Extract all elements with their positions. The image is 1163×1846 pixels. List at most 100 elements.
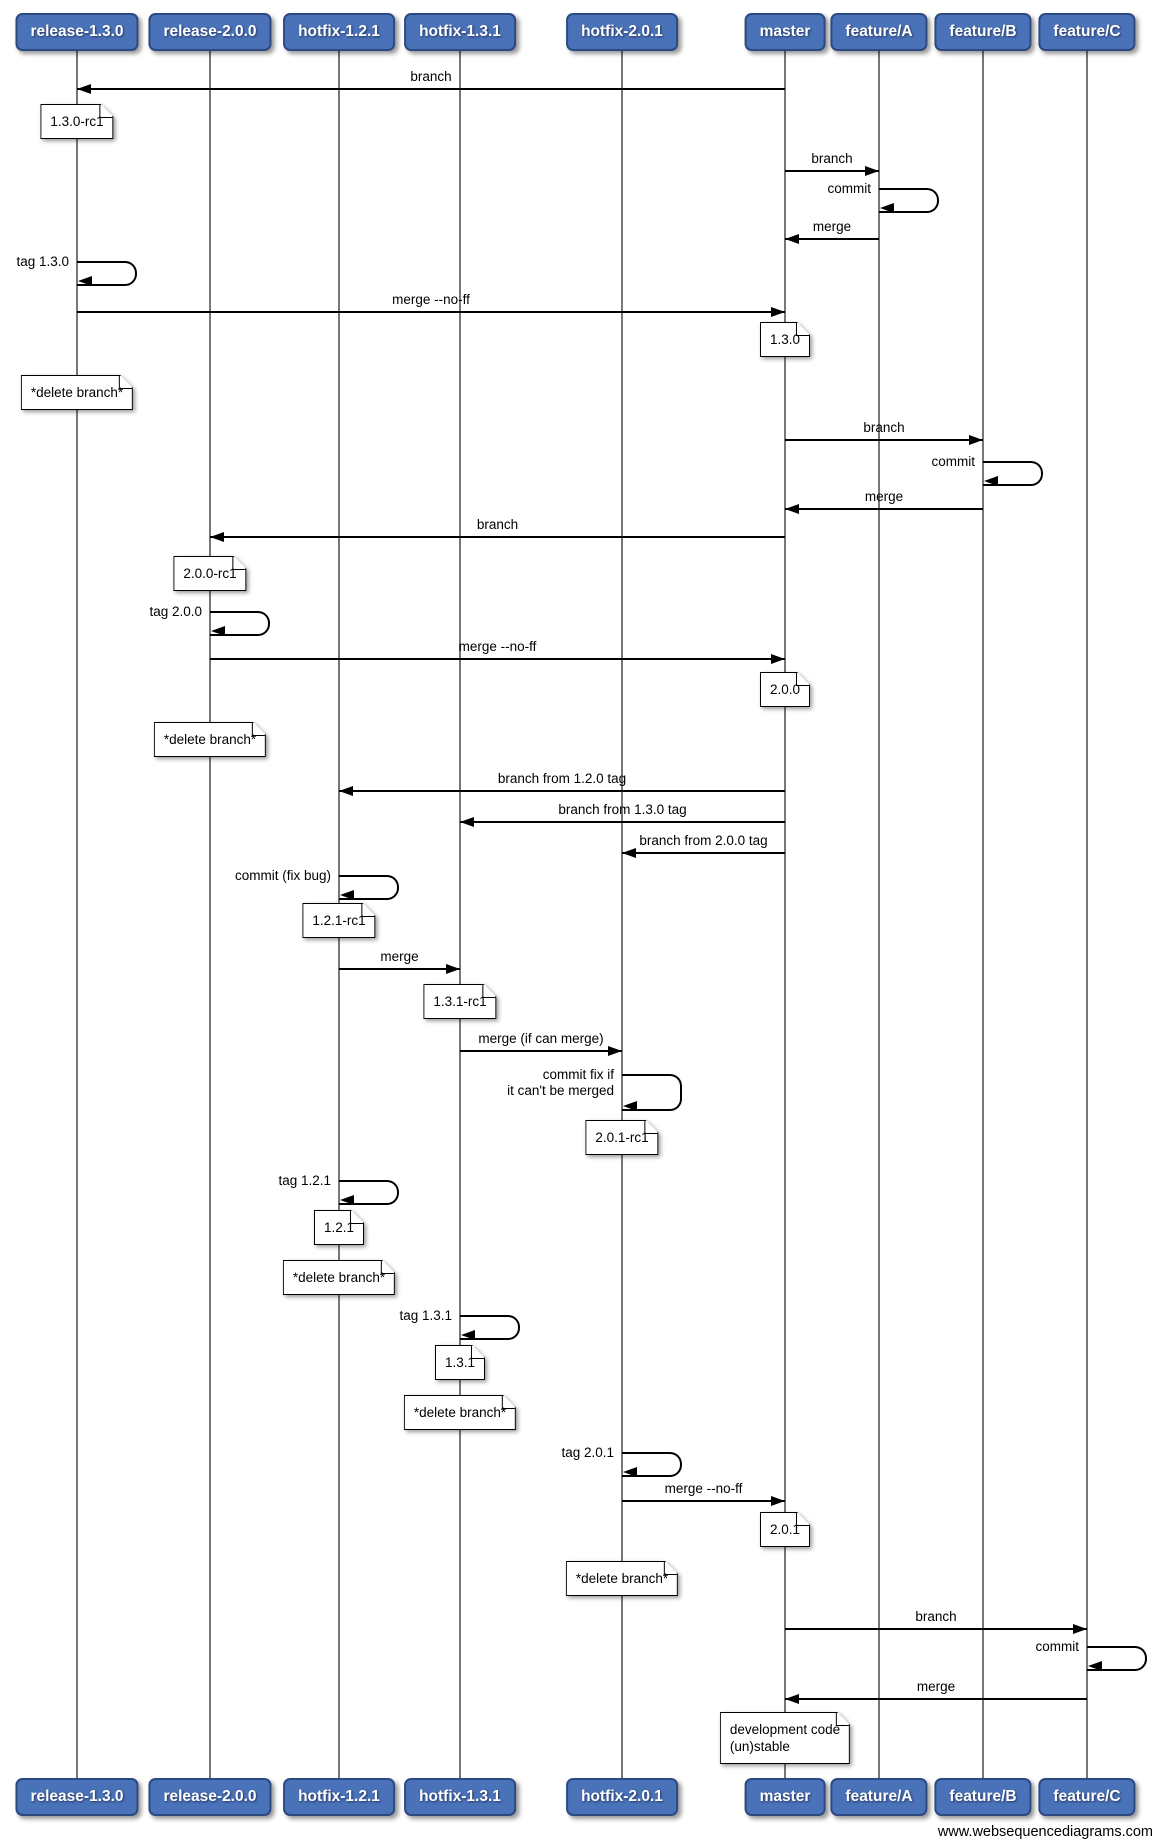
self-loop bbox=[339, 1180, 399, 1205]
self-loop bbox=[339, 875, 399, 900]
arrowhead-left-icon bbox=[623, 1100, 637, 1111]
message-label: branch bbox=[915, 1609, 957, 1624]
note-text: 1.3.1 bbox=[444, 1355, 476, 1370]
actor-box-top-feature-a: feature/A bbox=[830, 13, 928, 51]
note: 1.3.0-rc1 bbox=[40, 104, 113, 139]
note-fold-icon bbox=[796, 673, 809, 686]
note-fold-icon bbox=[664, 1562, 677, 1575]
arrowhead-right-icon bbox=[865, 165, 879, 176]
note-body: *delete branch* bbox=[21, 375, 133, 410]
message-line bbox=[785, 170, 879, 172]
actor-box-top-hotfix-1.3.1: hotfix-1.3.1 bbox=[404, 13, 516, 51]
note: 1.3.0 bbox=[760, 322, 810, 357]
note: 2.0.0 bbox=[760, 672, 810, 707]
message-label: merge --no-ff bbox=[458, 639, 537, 654]
arrowhead-left-icon bbox=[785, 1693, 799, 1704]
note-fold-icon bbox=[119, 376, 132, 389]
arrowhead-right-icon bbox=[969, 434, 983, 445]
actor-box-bottom-hotfix-2.0.1: hotfix-2.0.1 bbox=[566, 1778, 678, 1816]
note-fold-icon bbox=[796, 323, 809, 336]
message-label: merge bbox=[380, 949, 419, 964]
message-line bbox=[77, 88, 785, 90]
note-text: *delete branch* bbox=[292, 1270, 386, 1285]
message-label: branch bbox=[811, 151, 853, 166]
note: *delete branch* bbox=[21, 375, 133, 410]
arrowhead-left-icon bbox=[340, 1194, 354, 1205]
self-message-label: tag 1.3.1 bbox=[399, 1308, 452, 1323]
note-text: 1.2.1-rc1 bbox=[312, 913, 366, 928]
self-message-label: commit bbox=[827, 181, 872, 196]
note-fold-icon bbox=[796, 1513, 809, 1526]
arrowhead-right-icon bbox=[771, 653, 785, 664]
message-label: branch bbox=[863, 420, 905, 435]
note: 1.3.1 bbox=[435, 1345, 485, 1380]
self-message-label: commit bbox=[1035, 1639, 1080, 1654]
note-body: 1.3.0 bbox=[760, 322, 810, 357]
note-text: 1.3.0 bbox=[769, 332, 801, 347]
message-label: branch from 2.0.0 tag bbox=[639, 833, 768, 848]
note-fold-icon bbox=[100, 105, 113, 118]
message-label: merge --no-ff bbox=[392, 292, 470, 307]
note-fold-icon bbox=[836, 1713, 849, 1726]
note-text: 2.0.1-rc1 bbox=[595, 1130, 649, 1145]
arrowhead-left-icon bbox=[623, 1466, 637, 1477]
lifeline-feature-b bbox=[982, 34, 984, 1798]
note-body: 2.0.0 bbox=[760, 672, 810, 707]
note-body: 2.0.0-rc1 bbox=[173, 556, 246, 591]
note: 2.0.1-rc1 bbox=[585, 1120, 658, 1155]
arrowhead-left-icon bbox=[211, 625, 225, 636]
message-label: branch from 1.3.0 tag bbox=[558, 802, 687, 817]
credit-url: www.websequencediagrams.com bbox=[937, 1824, 1153, 1840]
actor-box-bottom-feature-c: feature/C bbox=[1038, 1778, 1136, 1816]
message-label: branch bbox=[410, 69, 452, 84]
actor-box-top-hotfix-1.2.1: hotfix-1.2.1 bbox=[283, 13, 395, 51]
arrowhead-left-icon bbox=[880, 202, 894, 213]
message-line bbox=[622, 852, 785, 854]
arrowhead-left-icon bbox=[460, 816, 474, 827]
note-text: *delete branch* bbox=[413, 1405, 507, 1420]
note-fold-icon bbox=[483, 985, 496, 998]
note: *delete branch* bbox=[283, 1260, 395, 1295]
self-loop bbox=[210, 611, 270, 636]
note-body: 1.3.0-rc1 bbox=[40, 104, 113, 139]
self-loop bbox=[622, 1074, 682, 1111]
note-fold-icon bbox=[362, 904, 375, 917]
arrowhead-right-icon bbox=[771, 1495, 785, 1506]
note-fold-icon bbox=[645, 1121, 658, 1134]
arrowhead-right-icon bbox=[446, 963, 460, 974]
note-text: development code (un)stable bbox=[729, 1722, 841, 1754]
note-text: 1.3.1-rc1 bbox=[433, 994, 487, 1009]
note-body: *delete branch* bbox=[404, 1395, 516, 1430]
message-line bbox=[460, 1050, 622, 1052]
arrowhead-left-icon bbox=[340, 889, 354, 900]
self-message-label: commit (fix bug) bbox=[234, 868, 331, 883]
self-message-label: tag 1.2.1 bbox=[278, 1173, 331, 1188]
message-line bbox=[460, 821, 785, 823]
self-message-label: tag 1.3.0 bbox=[16, 254, 69, 269]
message-line bbox=[785, 238, 879, 240]
note-body: 1.3.1-rc1 bbox=[423, 984, 496, 1019]
note-body: development code (un)stable bbox=[720, 1712, 850, 1764]
actor-box-bottom-release-1.3.0: release-1.3.0 bbox=[15, 1778, 139, 1816]
self-message-label: tag 2.0.1 bbox=[561, 1445, 614, 1460]
note: *delete branch* bbox=[566, 1561, 678, 1596]
message-line bbox=[339, 790, 785, 792]
lifeline-release-2.0.0 bbox=[209, 34, 211, 1798]
actor-box-top-hotfix-2.0.1: hotfix-2.0.1 bbox=[566, 13, 678, 51]
note-body: 1.2.1 bbox=[314, 1210, 364, 1245]
arrowhead-left-icon bbox=[339, 785, 353, 796]
note-text: *delete branch* bbox=[30, 385, 124, 400]
actor-box-top-release-1.3.0: release-1.3.0 bbox=[15, 13, 139, 51]
arrowhead-right-icon bbox=[608, 1045, 622, 1056]
self-loop bbox=[983, 461, 1043, 486]
arrowhead-left-icon bbox=[78, 275, 92, 286]
note: *delete branch* bbox=[404, 1395, 516, 1430]
arrowhead-left-icon bbox=[984, 475, 998, 486]
self-loop bbox=[622, 1452, 682, 1477]
note-fold-icon bbox=[233, 557, 246, 570]
arrowhead-left-icon bbox=[1088, 1660, 1102, 1671]
actor-box-bottom-feature-a: feature/A bbox=[830, 1778, 928, 1816]
note-body: 1.2.1-rc1 bbox=[302, 903, 375, 938]
arrowhead-right-icon bbox=[771, 306, 785, 317]
